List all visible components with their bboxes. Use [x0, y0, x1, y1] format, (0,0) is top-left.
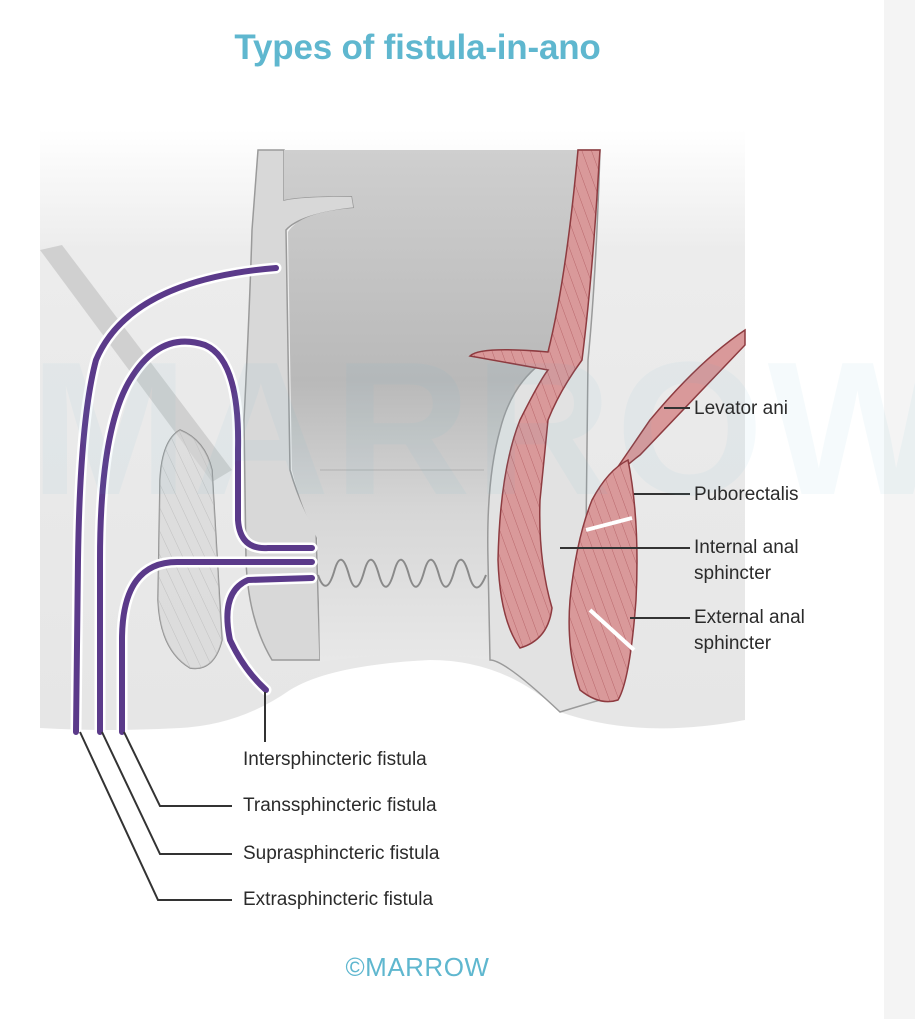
- leader-lines-left: [79, 692, 266, 901]
- leader-lines-right: [560, 407, 690, 619]
- label-suprasphincteric-fistula: Suprasphincteric fistula: [243, 843, 440, 864]
- right-levator-ani: [601, 328, 746, 491]
- rectal-lumen: [284, 150, 578, 662]
- anal-valves: [317, 558, 487, 589]
- label-internal-anal-sphincter: Internal anal sphincter: [694, 537, 799, 584]
- label-puborectalis: Puborectalis: [694, 484, 799, 505]
- right-internal-sphincter: [468, 149, 601, 649]
- watermark: MARROW: [30, 323, 915, 535]
- label-levator-ani: Levator ani: [694, 398, 789, 419]
- label-transsphincteric-fistula: Transsphincteric fistula: [243, 795, 437, 816]
- diagram-title: Types of fistula-in-ano: [234, 28, 601, 67]
- label-external-anal-sphincter: External anal sphincter: [694, 607, 805, 654]
- label-extrasphincteric-fistula: Extrasphincteric fistula: [243, 889, 434, 910]
- label-intersphincteric-fistula: Intersphincteric fistula: [243, 749, 427, 770]
- fistula-tracts: [70, 262, 318, 738]
- right-margin-strip: [884, 0, 915, 1019]
- brand-logo: ©MARROW: [345, 952, 490, 982]
